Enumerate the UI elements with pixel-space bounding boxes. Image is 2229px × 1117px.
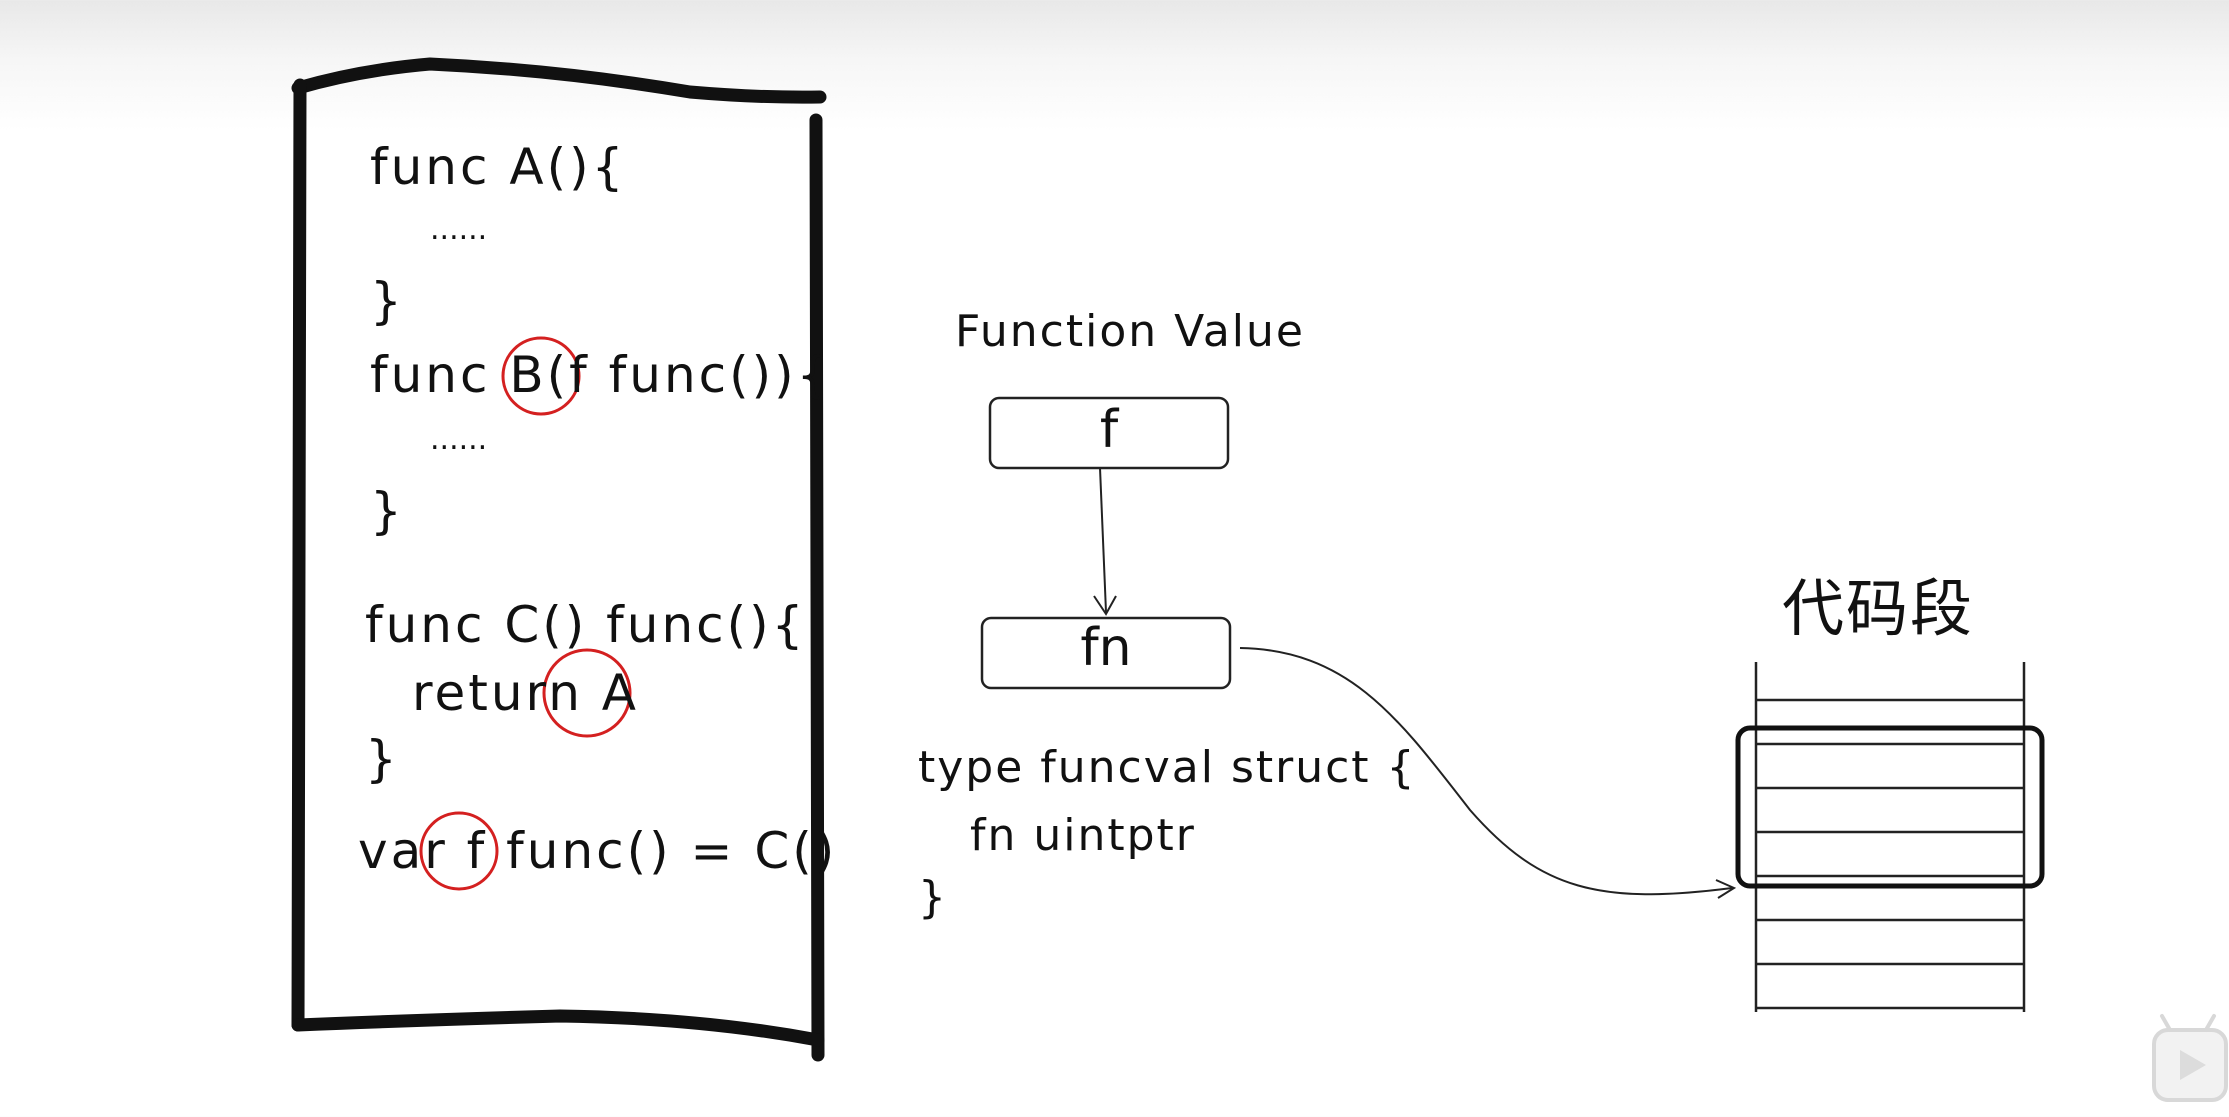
code-line-func-b: func B(f func()){ xyxy=(370,346,832,404)
field-f-box xyxy=(988,396,1230,470)
code-line-ellipsis-1: ...... xyxy=(430,212,488,247)
struct-line-field: fn uintptr xyxy=(970,810,1196,861)
arrow-fn-to-code-segment xyxy=(1239,647,1737,899)
code-line-close-c: } xyxy=(365,730,400,788)
code-panel-frame xyxy=(291,57,827,1062)
code-segment-highlight-frame xyxy=(1735,725,2045,889)
code-line-close-b: } xyxy=(370,482,405,540)
struct-line-close: } xyxy=(918,872,946,923)
struct-line-type: type funcval struct { xyxy=(918,742,1417,793)
code-segment-stack xyxy=(1754,662,2026,1012)
code-line-func-a: func A(){ xyxy=(370,138,627,196)
code-line-func-c: func C() func(){ xyxy=(365,596,807,654)
highlight-circle-param-f xyxy=(501,336,581,416)
highlight-circle-var-f xyxy=(419,811,499,891)
highlight-circle-return-a xyxy=(542,648,632,738)
field-f-label: f xyxy=(1099,400,1119,460)
code-line-var-f: var f func() = C() xyxy=(358,822,838,880)
highlight-circles xyxy=(419,336,632,891)
arrow-f-to-fn xyxy=(1093,467,1117,616)
function-value-title: Function Value xyxy=(955,306,1305,357)
code-line-ellipsis-2: ...... xyxy=(430,422,488,457)
code-line-close-a: } xyxy=(370,272,405,330)
field-fn-label: fn xyxy=(1080,618,1132,678)
code-segment-title: 代码段 xyxy=(1782,572,1975,645)
play-button-icon[interactable] xyxy=(2150,1010,2229,1114)
field-fn-box xyxy=(980,616,1232,690)
code-line-return-a: return A xyxy=(412,664,639,722)
